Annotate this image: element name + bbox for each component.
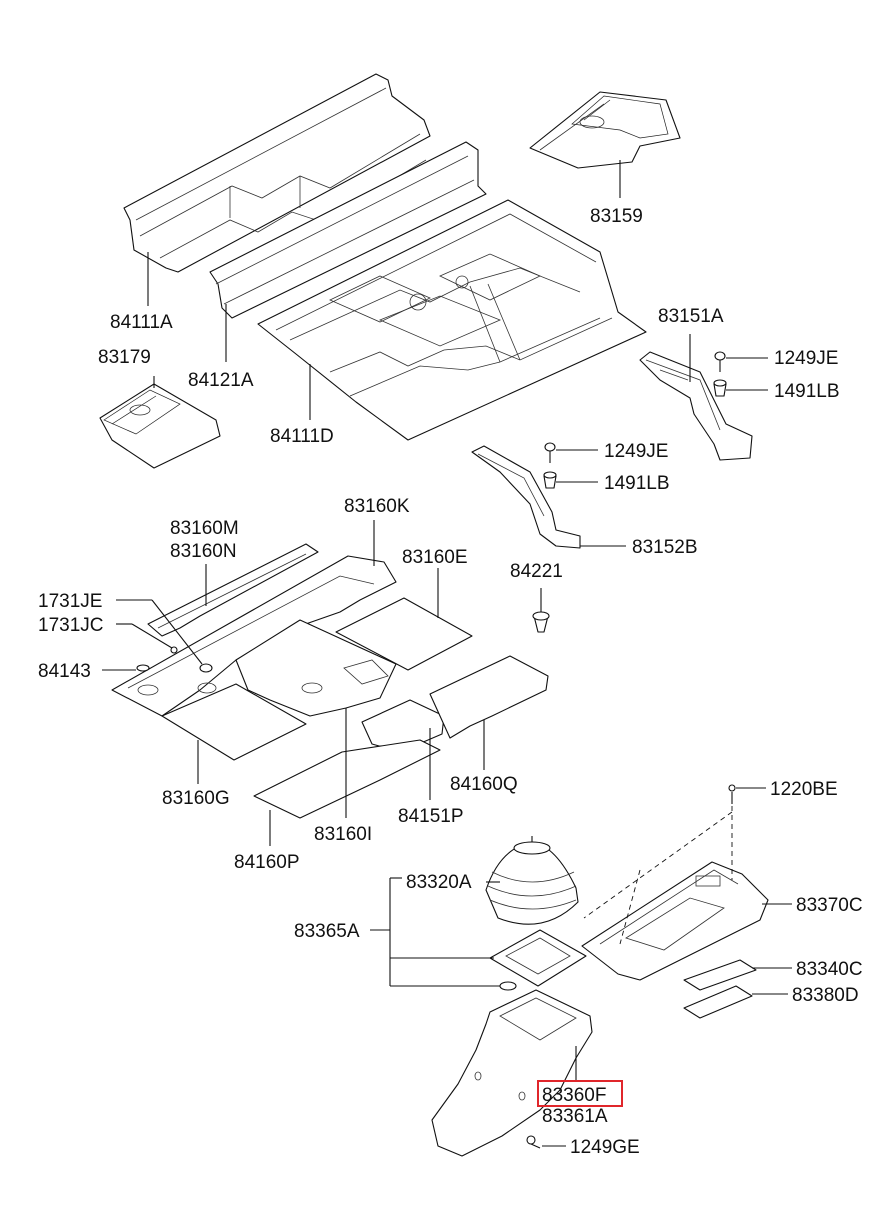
label-84111A[interactable]: 84111A	[110, 312, 173, 333]
part-83340C-seal	[683, 959, 757, 991]
part-83365A-ring	[499, 981, 517, 991]
label-83160E[interactable]: 83160E	[402, 547, 468, 568]
part-83151A-member	[639, 351, 753, 461]
part-83160K-pad	[111, 555, 397, 717]
part-83370C-console	[581, 861, 769, 981]
part-labels: 84111A 84121A 84111D 83179 83159 83151A …	[38, 206, 863, 1158]
label-83380D[interactable]: 83380D	[792, 985, 859, 1006]
part-84160Q-pad	[429, 655, 549, 739]
label-84151P[interactable]: 84151P	[398, 806, 464, 827]
part-83179-mat	[99, 383, 221, 469]
part-1249GE-screw	[526, 1135, 541, 1149]
label-83360F[interactable]: 83360F	[542, 1085, 606, 1106]
label-1731JE[interactable]: 1731JE	[38, 591, 102, 612]
label-84221[interactable]: 84221	[510, 561, 563, 582]
label-84160P[interactable]: 84160P	[234, 852, 300, 873]
part-84121A-rail	[209, 141, 487, 319]
part-83360F-cover	[431, 989, 593, 1157]
part-83152B-member	[471, 445, 581, 549]
label-1249JE-upper[interactable]: 1249JE	[774, 348, 838, 369]
part-83320A-boot	[485, 836, 579, 925]
label-83151A[interactable]: 83151A	[658, 306, 724, 327]
label-1249GE[interactable]: 1249GE	[570, 1137, 640, 1158]
plug-84143	[136, 664, 150, 672]
label-1220BE[interactable]: 1220BE	[770, 779, 838, 800]
part-83160G-pad	[161, 683, 307, 761]
label-83320A[interactable]: 83320A	[406, 872, 472, 893]
part-84151P-pad	[361, 699, 445, 753]
label-83152B[interactable]: 83152B	[632, 537, 698, 558]
highlight-box-83360F	[537, 1080, 623, 1107]
bolt-1249JE-lower	[544, 442, 556, 463]
label-83179[interactable]: 83179	[98, 347, 151, 368]
part-83365A-plate	[489, 929, 587, 987]
label-84160Q[interactable]: 84160Q	[450, 774, 518, 795]
part-83159-mat	[529, 91, 681, 169]
part-84111D-floor-pan	[257, 199, 647, 441]
plug-84221	[532, 611, 550, 633]
label-83160M[interactable]: 83160M	[170, 518, 239, 539]
clip-1731JC	[170, 646, 178, 654]
label-83160N[interactable]: 83160N	[170, 541, 237, 562]
label-84111D[interactable]: 84111D	[270, 426, 334, 447]
label-83159[interactable]: 83159	[590, 206, 643, 227]
label-1731JC[interactable]: 1731JC	[38, 615, 104, 636]
leader-lines	[102, 160, 792, 1147]
label-83340C[interactable]: 83340C	[796, 959, 863, 980]
label-83160I[interactable]: 83160I	[314, 824, 372, 845]
bolt-1249JE-upper	[714, 351, 726, 372]
clip-1491LB-upper	[713, 379, 727, 397]
label-1491LB-lower[interactable]: 1491LB	[604, 473, 670, 494]
clip-1491LB-lower	[543, 471, 557, 489]
label-1249JE-lower[interactable]: 1249JE	[604, 441, 668, 462]
part-83160M-N-pad	[147, 543, 319, 637]
label-83160G[interactable]: 83160G	[162, 788, 230, 809]
label-83160K[interactable]: 83160K	[344, 496, 410, 517]
label-84143[interactable]: 84143	[38, 661, 91, 682]
part-84160P-pad	[253, 739, 441, 819]
part-84111A-rail	[123, 73, 431, 273]
label-83365A[interactable]: 83365A	[294, 921, 360, 942]
grommet-1731JE	[199, 663, 213, 673]
label-1491LB-upper[interactable]: 1491LB	[774, 381, 840, 402]
dashed-assembly-lines	[583, 806, 733, 945]
label-84121A[interactable]: 84121A	[188, 370, 254, 391]
label-83370C[interactable]: 83370C	[796, 895, 863, 916]
part-83160E-pad	[335, 597, 473, 671]
label-83361A[interactable]: 83361A	[542, 1106, 608, 1127]
part-1220BE-screw	[728, 784, 736, 804]
part-83380D-seal	[683, 985, 753, 1019]
